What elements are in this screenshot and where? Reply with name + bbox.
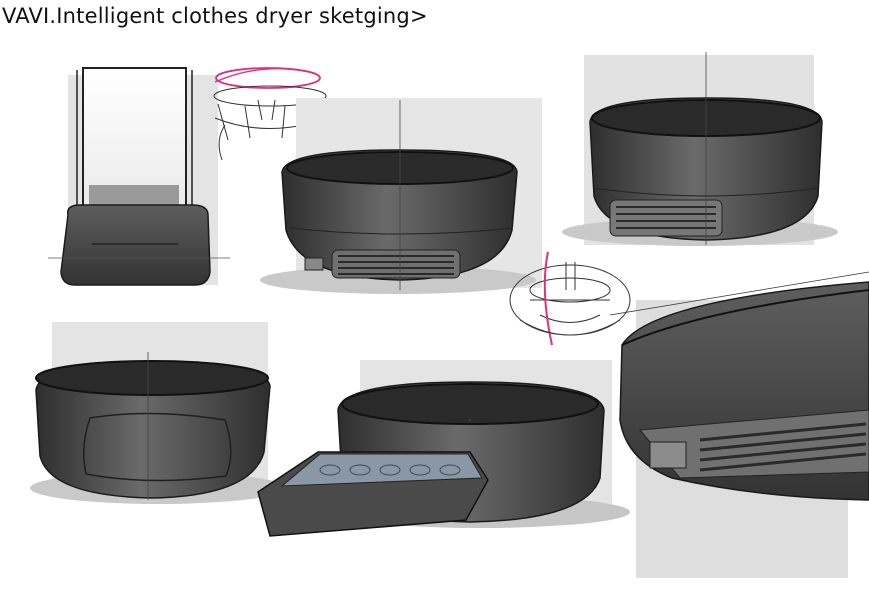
drawer-open-view — [257, 360, 630, 537]
grille-detail-closeup — [609, 271, 869, 578]
rear-panel-view — [30, 322, 286, 504]
page-title: VAVI.Intelligent clothes dryer sketging> — [2, 4, 428, 28]
internal-mechanism-sketch — [509, 251, 631, 346]
front-three-quarter-view — [260, 98, 542, 294]
top-right-three-quarter-view — [562, 52, 838, 246]
side-elevation-view — [48, 67, 230, 286]
